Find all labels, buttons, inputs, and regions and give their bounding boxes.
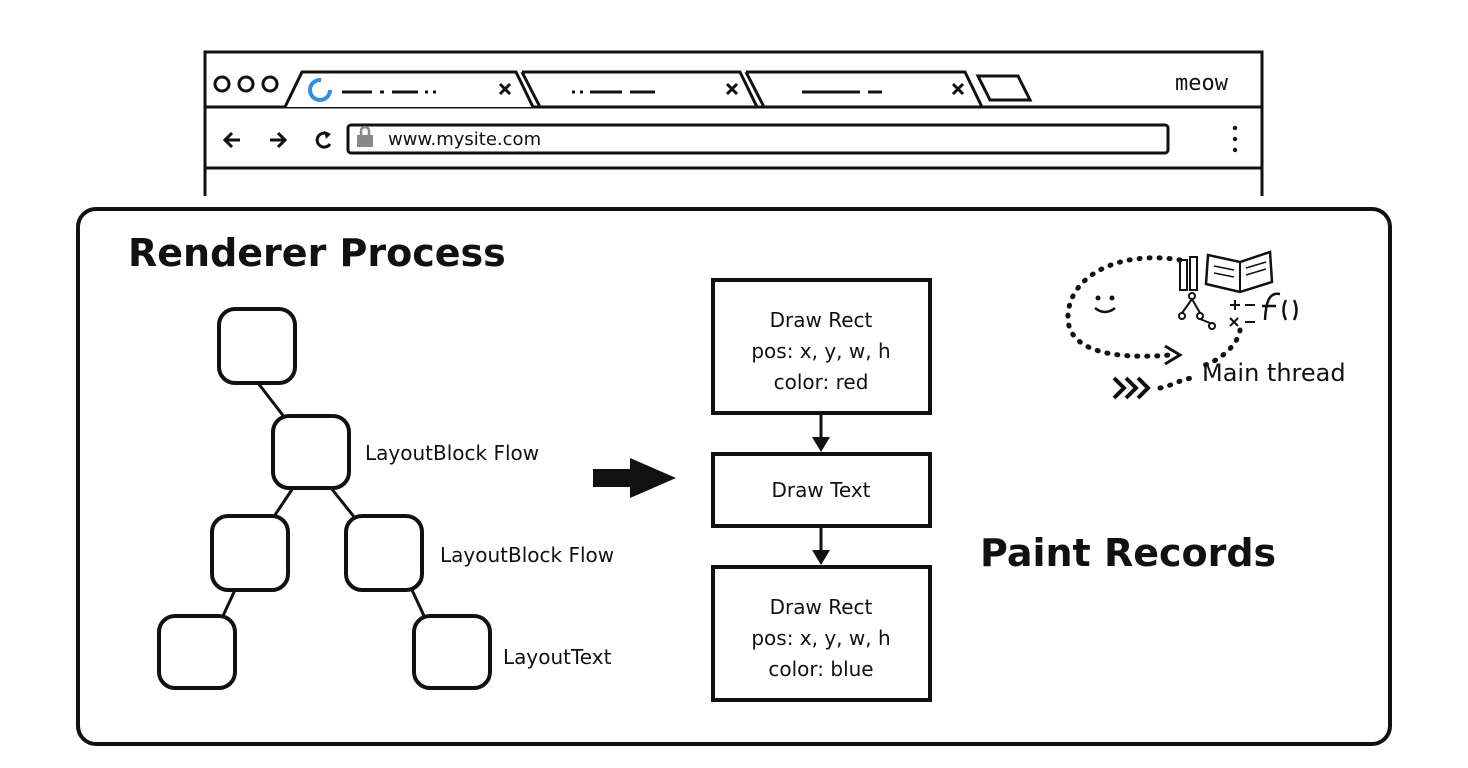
tree-node-layout-text xyxy=(412,614,492,690)
main-thread-character-icon xyxy=(1065,250,1298,400)
tab-3[interactable] xyxy=(744,70,984,108)
paint-record-1-line-2: pos: x, y, w, h xyxy=(751,339,890,363)
paint-record-2: Draw Text xyxy=(711,452,932,528)
renderer-process-title: Renderer Process xyxy=(128,231,506,275)
paint-records-heading: Paint Records xyxy=(980,531,1276,575)
transform-arrow-icon xyxy=(593,458,676,498)
record-arrow-2-icon xyxy=(812,550,830,565)
paint-record-3-line-2: pos: x, y, w, h xyxy=(751,626,890,650)
kebab-menu-icon[interactable] xyxy=(1232,125,1238,153)
tree-node-root xyxy=(217,307,297,385)
paint-record-3-line-1: Draw Rect xyxy=(770,595,873,619)
record-arrow-1-icon xyxy=(812,437,830,452)
thinking-doodles xyxy=(1178,250,1298,368)
layout-block-flow-label-1: LayoutBlock Flow xyxy=(365,441,539,465)
lock-icon xyxy=(357,125,373,147)
tab-close-icon[interactable] xyxy=(951,82,965,96)
back-arrow-icon[interactable] xyxy=(222,131,240,149)
tab-close-icon[interactable] xyxy=(498,82,512,96)
paint-record-2-line-1: Draw Text xyxy=(771,478,870,502)
paint-record-1-line-3: color: red xyxy=(774,370,869,394)
address-url: www.mysite.com xyxy=(388,129,541,150)
reload-icon[interactable] xyxy=(315,131,332,149)
window-controls-icon[interactable] xyxy=(213,75,279,93)
tab-active[interactable] xyxy=(283,70,535,108)
layout-tree xyxy=(157,307,492,690)
layout-block-flow-label-2: LayoutBlock Flow xyxy=(440,543,614,567)
tree-node-left xyxy=(210,514,290,592)
tree-node-block-flow-1 xyxy=(271,414,351,490)
tree-node-block-flow-2 xyxy=(344,514,424,592)
paint-record-3-line-3: color: blue xyxy=(768,657,873,681)
address-bar[interactable]: www.mysite.com xyxy=(346,123,1170,155)
main-thread-label: Main thread xyxy=(1202,359,1346,387)
tree-node-left-leaf xyxy=(157,614,237,690)
layout-text-label: LayoutText xyxy=(503,645,612,669)
forward-arrow-icon[interactable] xyxy=(270,131,288,149)
loading-spinner-icon xyxy=(308,78,332,102)
paint-record-3: Draw Rect pos: x, y, w, h color: blue xyxy=(711,565,932,702)
tab-close-icon[interactable] xyxy=(725,82,739,96)
browser-brand-label: meow xyxy=(1175,71,1229,96)
new-tab-icon[interactable] xyxy=(975,74,1033,102)
tree-edges xyxy=(220,382,427,619)
paint-record-1: Draw Rect pos: x, y, w, h color: red xyxy=(711,278,932,415)
paint-record-1-line-1: Draw Rect xyxy=(770,308,873,332)
tab-2[interactable] xyxy=(520,70,759,108)
